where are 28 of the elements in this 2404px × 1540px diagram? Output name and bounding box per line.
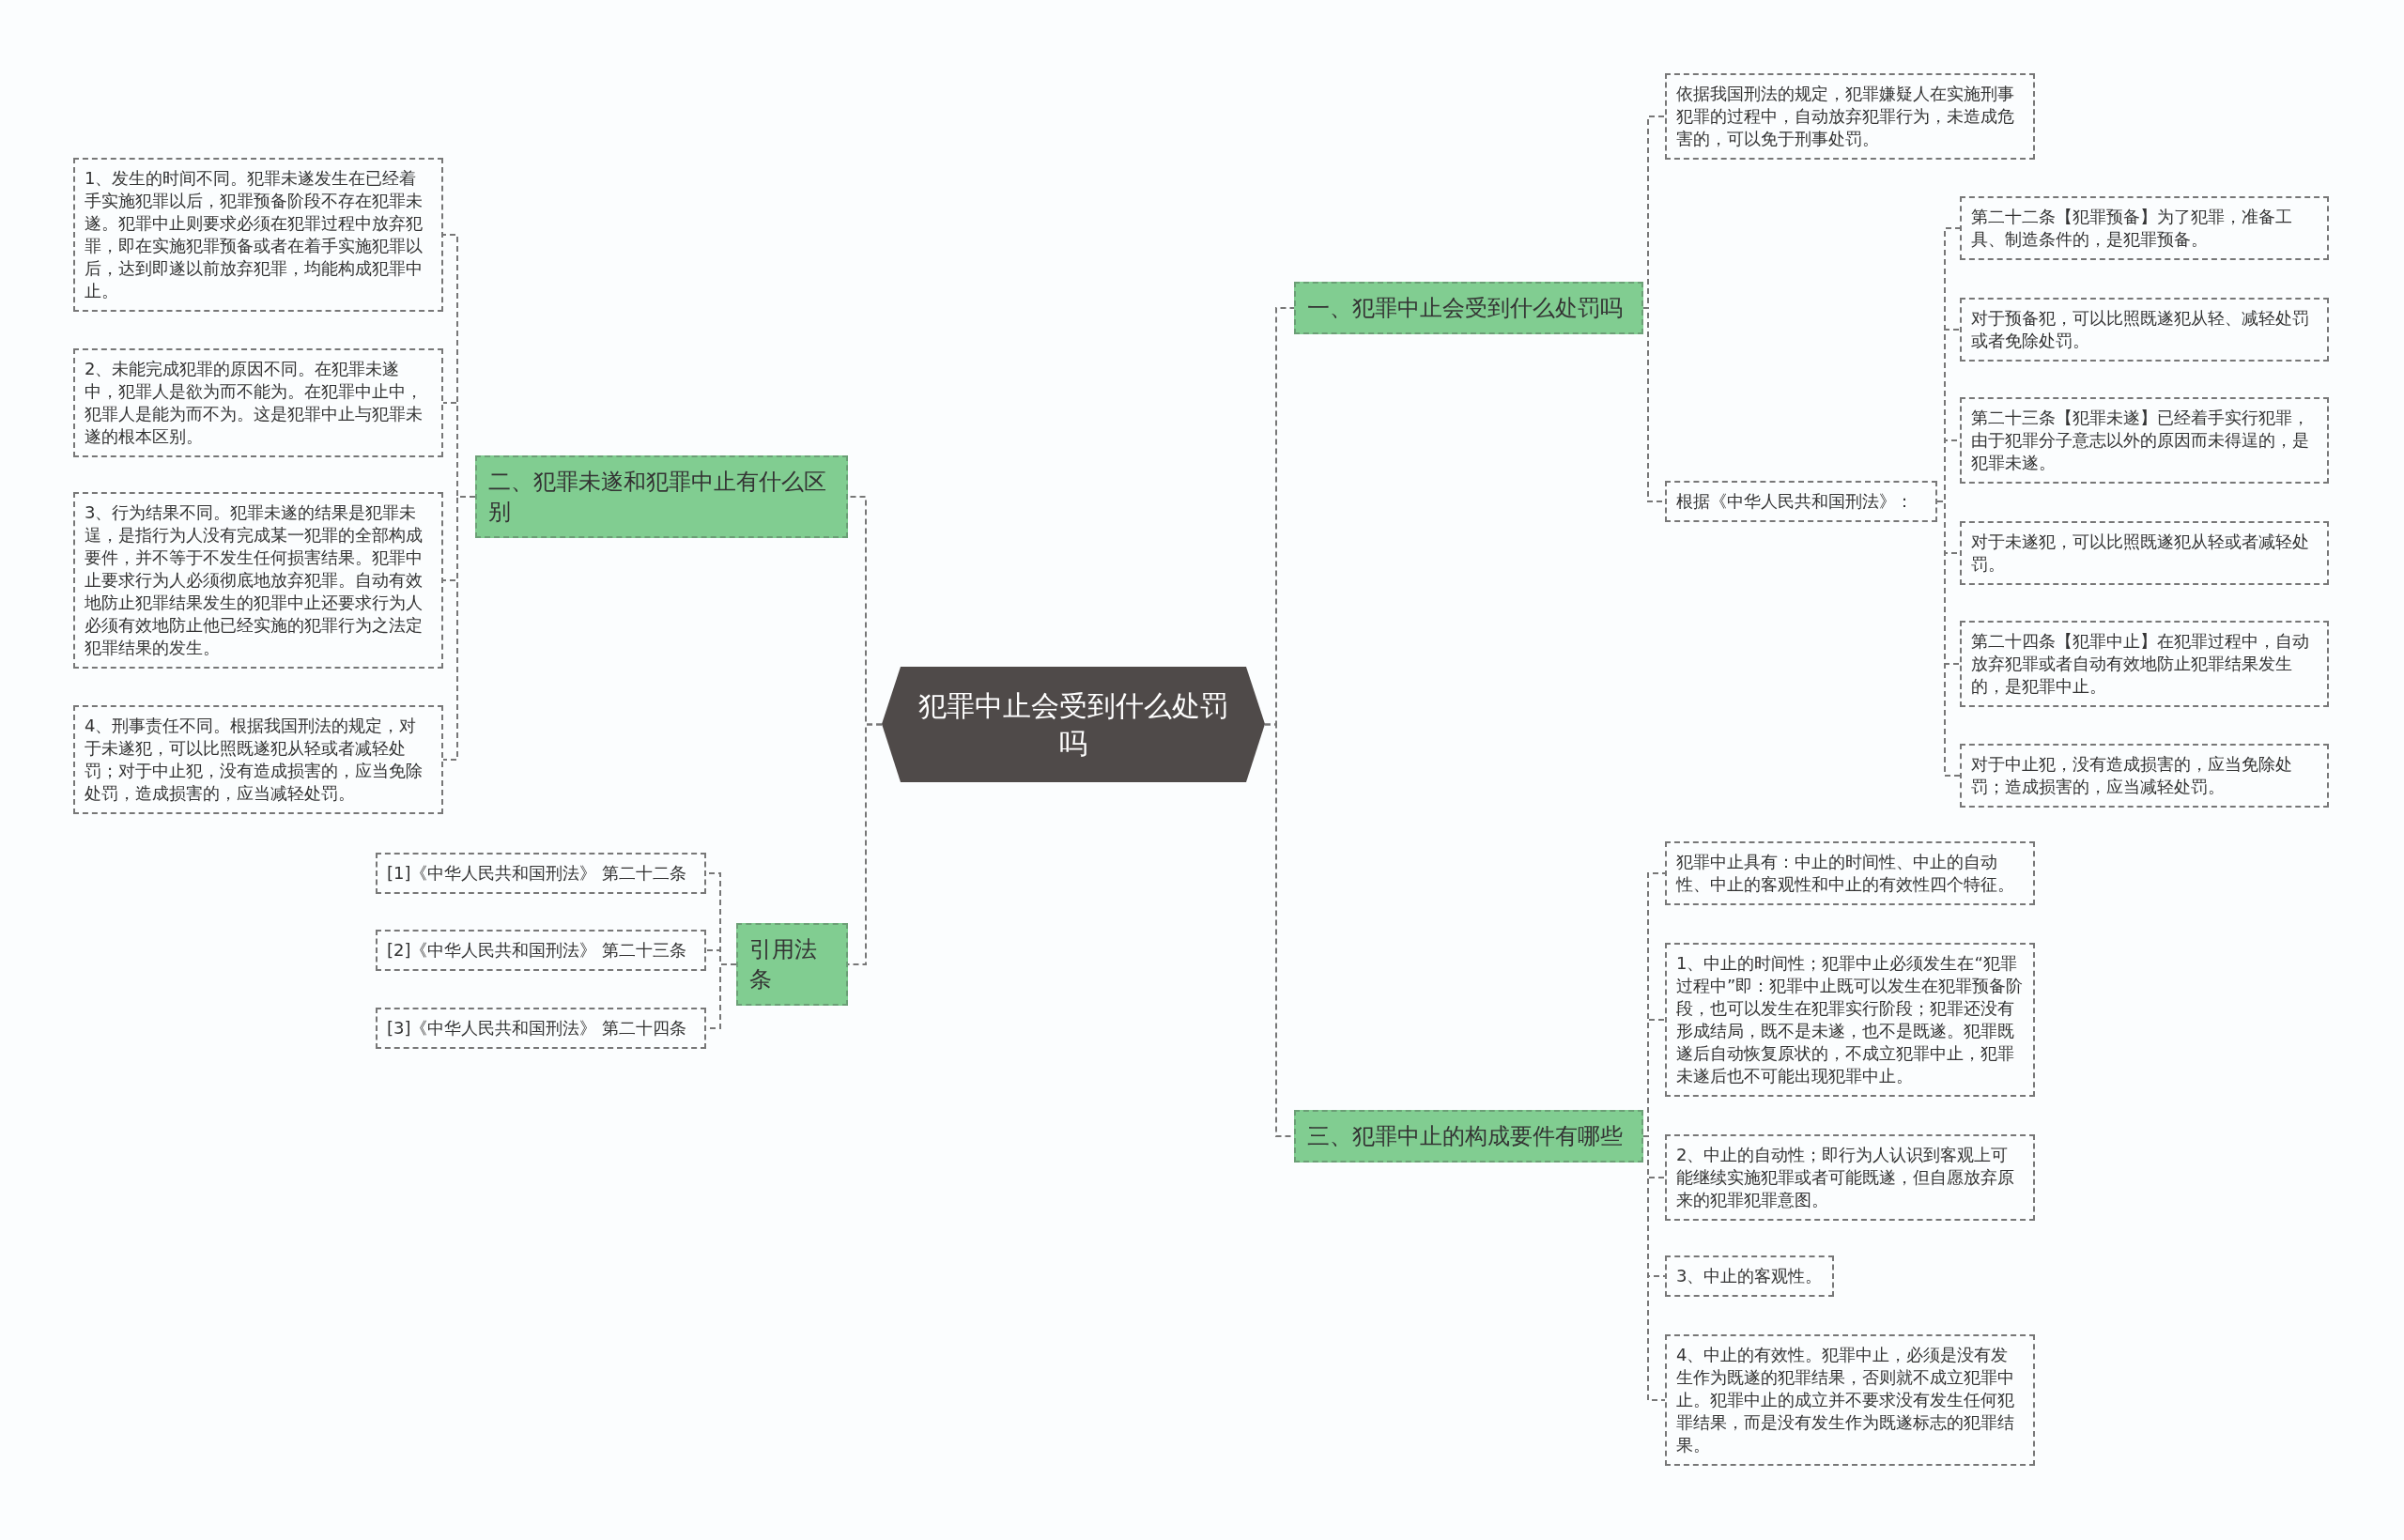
topic-box: 二、犯罪未遂和犯罪中止有什么区别: [475, 455, 848, 538]
note-box: 4、刑事责任不同。根据我国刑法的规定，对于未遂犯，可以比照既遂犯从轻或者减轻处罚；对于中止犯，没有造成损害的，应当免除处罚，造成损害的，应当减轻处罚。: [73, 705, 443, 814]
note-box: 4、中止的有效性。犯罪中止，必须是没有发生作为既遂的犯罪结果，否则就不成立犯罪中止。犯罪中止的成立并不要求没有发生任何犯罪结果，而是没有发生作为既遂标志的犯罪结果。: [1665, 1334, 2035, 1466]
note-box: 对于中止犯，没有造成损害的，应当免除处罚；造成损害的，应当减轻处罚。: [1960, 744, 2329, 808]
note-box: 2、中止的自动性；即行为人认识到客观上可能继续实施犯罪或者可能既遂，但自愿放弃原来的犯罪犯罪意图。: [1665, 1134, 2035, 1221]
central-topic: 犯罪中止会受到什么处罚吗: [882, 667, 1265, 782]
note-box: [2]《中华人民共和国刑法》 第二十三条: [376, 930, 706, 971]
note-box: 2、未能完成犯罪的原因不同。在犯罪未遂中，犯罪人是欲为而不能为。在犯罪中止中，犯罪人是能为而不为。这是犯罪中止与犯罪未遂的根本区别。: [73, 348, 443, 457]
note-box: [3]《中华人民共和国刑法》 第二十四条: [376, 1008, 706, 1049]
note-box: 对于预备犯，可以比照既遂犯从轻、减轻处罚或者免除处罚。: [1960, 298, 2329, 362]
note-box: 1、中止的时间性；犯罪中止必须发生在“犯罪过程中”即：犯罪中止既可以发生在犯罪预备阶段，也可以发生在犯罪实行阶段；犯罪还没有形成结局，既不是未遂，也不是既遂。犯罪既遂后自动恢复原状的，不成立犯罪中止，犯罪未遂后也不可能出现犯罪中止。: [1665, 943, 2035, 1097]
note-box: 第二十二条【犯罪预备】为了犯罪，准备工具、制造条件的，是犯罪预备。: [1960, 196, 2329, 260]
note-box: [1]《中华人民共和国刑法》 第二十二条: [376, 853, 706, 894]
note-box: 3、中止的客观性。: [1665, 1255, 1834, 1297]
topic-box: 引用法条: [736, 923, 848, 1006]
topic-box: 三、犯罪中止的构成要件有哪些: [1294, 1110, 1643, 1163]
note-box: 对于未遂犯，可以比照既遂犯从轻或者减轻处罚。: [1960, 521, 2329, 585]
topic-box: 一、犯罪中止会受到什么处罚吗: [1294, 282, 1643, 334]
note-box: 根据《中华人民共和国刑法》：: [1665, 481, 1937, 522]
note-box: 第二十四条【犯罪中止】在犯罪过程中，自动放弃犯罪或者自动有效地防止犯罪结果发生的，是犯罪中止。: [1960, 621, 2329, 707]
note-box: 依据我国刑法的规定，犯罪嫌疑人在实施刑事犯罪的过程中，自动放弃犯罪行为，未造成危害的，可以免于刑事处罚。: [1665, 73, 2035, 160]
note-box: 3、行为结果不同。犯罪未遂的结果是犯罪未逞，是指行为人没有完成某一犯罪的全部构成要件，并不等于不发生任何损害结果。犯罪中止要求行为人必须彻底地放弃犯罪。自动有效地防止犯罪结果发生的犯罪中止还要求行为人必须有效地防止他已经实施的犯罪行为之法定犯罪结果的发生。: [73, 492, 443, 669]
connector-line: [1642, 1135, 1666, 1401]
connector-line: [442, 496, 476, 761]
note-box: 第二十三条【犯罪未遂】已经着手实行犯罪，由于犯罪分子意志以外的原因而未得逞的，是犯罪未遂。: [1960, 397, 2329, 484]
note-box: 1、发生的时间不同。犯罪未遂发生在已经着手实施犯罪以后，犯罪预备阶段不存在犯罪未遂。犯罪中止则要求必须在犯罪过程中放弃犯罪，即在实施犯罪预备或者在着手实施犯罪以后，达到即遂以前放弃犯罪，均能构成犯罪中止。: [73, 158, 443, 312]
note-box: 犯罪中止具有：中止的时间性、中止的自动性、中止的客观性和中止的有效性四个特征。: [1665, 841, 2035, 905]
connector-line: [1936, 500, 1961, 777]
